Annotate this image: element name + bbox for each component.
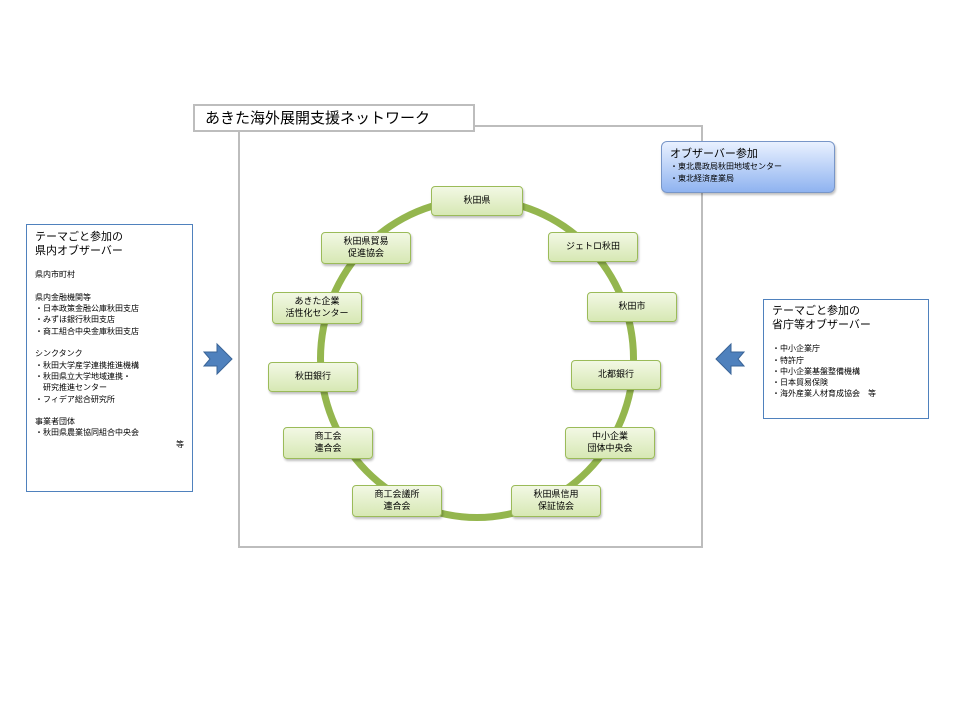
box-title: テーマごと参加の	[35, 230, 123, 243]
node-label: 秋田銀行	[294, 372, 331, 382]
list-line: ・中小企業基盤整備機構	[772, 366, 860, 376]
node-label: 商工会議所	[374, 490, 420, 500]
list-line: ・秋田県農業協同組合中央会	[35, 428, 139, 438]
node-akita-prefecture: 秋田県	[431, 186, 523, 216]
node-label: ジェトロ秋田	[565, 242, 620, 252]
node-label: 保証協会	[537, 502, 574, 512]
list-line: ・フィデア総合研究所	[35, 394, 115, 404]
list-line: 研究推進センター	[35, 383, 107, 393]
diagram-title: あきた海外展開支援ネットワーク	[193, 104, 475, 132]
list-line: ・秋田大学産学連携推進機構	[35, 360, 139, 370]
observer-item: ・東北経済産業局	[670, 174, 734, 183]
list-line: 事業者団体	[35, 417, 75, 427]
node-credit-guarantee: 秋田県信用保証協会	[511, 485, 601, 517]
node-label: 活性化センター	[285, 309, 349, 319]
node-hokuto-bank: 北都銀行	[571, 360, 661, 390]
list-line	[772, 332, 920, 343]
list-line: ・海外産業人材育成協会 等	[772, 389, 876, 399]
list-line: ・みずほ銀行秋田支店	[35, 315, 115, 325]
observer-item: ・東北農政局秋田地域センター	[670, 162, 782, 171]
node-label: 連合会	[314, 444, 342, 454]
node-label: 秋田市	[618, 302, 646, 312]
list-line: ・中小企業庁	[772, 344, 820, 354]
node-label: 促進協会	[347, 249, 384, 259]
node-commerce-federation: 商工会連合会	[283, 427, 373, 459]
right-arrow-icon	[202, 342, 233, 376]
node-akita-city: 秋田市	[587, 292, 677, 322]
node-sme-federation: 中小企業団体中央会	[565, 427, 655, 459]
node-label: 団体中央会	[587, 444, 633, 454]
list-line: シンクタンク	[35, 349, 83, 359]
list-line	[35, 405, 184, 416]
list-line	[35, 258, 184, 269]
node-label: あきた企業	[294, 297, 340, 307]
node-chamber-federation: 商工会議所連合会	[352, 485, 442, 517]
node-label: 商工会	[314, 432, 342, 442]
node-akita-bank: 秋田銀行	[268, 362, 358, 392]
node-trade-promotion: 秋田県貿易促進協会	[321, 232, 411, 264]
node-label: 秋田県貿易	[343, 237, 389, 247]
node-label: 中小企業	[591, 432, 628, 442]
etc-label: 等	[176, 439, 184, 449]
box-title: 省庁等オブザーバー	[772, 318, 871, 331]
node-label: 秋田県	[463, 196, 491, 206]
node-label: 秋田県信用	[533, 490, 579, 500]
list-line	[35, 337, 184, 348]
list-line: ・秋田県立大学地域連携・	[35, 371, 131, 381]
list-line: ・特許庁	[772, 355, 804, 365]
list-line: ・日本政策金融公庫秋田支店	[35, 304, 139, 314]
node-jetro-akita: ジェトロ秋田	[548, 232, 638, 262]
observer-title: オブザーバー参加	[670, 147, 758, 160]
box-title: テーマごと参加の	[772, 304, 860, 317]
prefectural-observer-box: テーマごと参加の 県内オブザーバー 県内市町村 県内金融機関等 ・日本政策金融公…	[26, 224, 193, 492]
node-label: 連合会	[383, 502, 411, 512]
observer-box: オブザーバー参加 ・東北農政局秋田地域センター ・東北経済産業局	[661, 141, 835, 193]
node-label: 北都銀行	[597, 370, 634, 380]
ministry-observer-box: テーマごと参加の 省庁等オブザーバー ・中小企業庁 ・特許庁 ・中小企業基盤整備…	[763, 299, 929, 419]
list-line: ・日本貿易保険	[772, 378, 828, 388]
box-title: 県内オブザーバー	[35, 244, 123, 257]
list-line: 県内市町村	[35, 270, 75, 280]
list-line: ・商工組合中央金庫秋田支店	[35, 326, 139, 336]
left-arrow-icon	[715, 342, 746, 376]
list-line: 県内金融機関等	[35, 292, 91, 302]
node-business-activation: あきた企業活性化センター	[272, 292, 362, 324]
list-line	[35, 281, 184, 292]
